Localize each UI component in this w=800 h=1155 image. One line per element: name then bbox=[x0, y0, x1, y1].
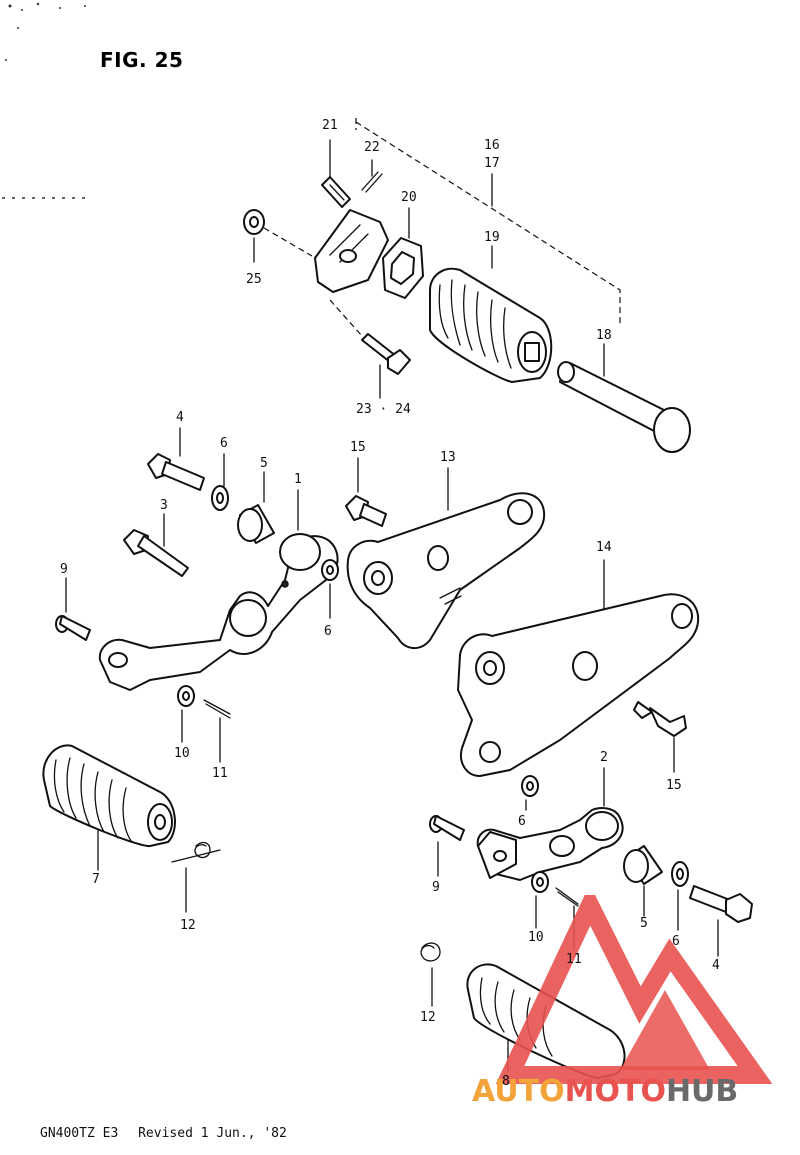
figure-title: FIG. 25 bbox=[100, 48, 184, 72]
footer: GN400TZ E3 Revised 1 Jun., '82 bbox=[40, 1126, 299, 1141]
watermark-text: AUTOMOTOHUB bbox=[472, 1074, 738, 1109]
callout-14: 14 bbox=[596, 540, 612, 555]
callout-11-upper: 11 bbox=[212, 766, 228, 781]
callout-19: 19 bbox=[484, 230, 500, 245]
footrest-rubber-19 bbox=[429, 245, 553, 383]
cotter-11-upper bbox=[203, 699, 231, 763]
leader-2324 bbox=[329, 299, 363, 337]
callout-5-upper: 5 bbox=[260, 456, 268, 471]
bolt-4-upper bbox=[147, 427, 205, 491]
callout-17: 17 bbox=[484, 156, 500, 171]
bolt-3 bbox=[123, 513, 189, 577]
washer-6-mid bbox=[321, 559, 339, 619]
callout-25: 25 bbox=[246, 272, 262, 287]
callout-4-lower: 4 bbox=[712, 958, 720, 973]
bracket-16-17 bbox=[355, 118, 621, 325]
watermark-logo bbox=[495, 895, 773, 1084]
callout-22: 22 bbox=[364, 140, 380, 155]
bolt-4-lower bbox=[689, 885, 753, 957]
callout-5-lower: 5 bbox=[640, 916, 648, 931]
footer-model: GN400TZ E3 bbox=[40, 1126, 119, 1141]
washer-10-lower bbox=[531, 871, 549, 929]
callout-13: 13 bbox=[440, 450, 456, 465]
callout-7: 7 bbox=[92, 872, 100, 887]
callout-18: 18 bbox=[596, 328, 612, 343]
callout-12-right: 12 bbox=[420, 1010, 436, 1025]
callout-15-upper: 15 bbox=[350, 440, 366, 455]
callout-23-24: 23 · 24 bbox=[356, 402, 411, 417]
bracket-13 bbox=[346, 467, 546, 649]
callout-1: 1 bbox=[294, 472, 302, 487]
callout-11-lower: 11 bbox=[566, 952, 582, 967]
callout-20: 20 bbox=[401, 190, 417, 205]
washer-6-lower bbox=[671, 861, 689, 931]
watermark-moto: MOTO bbox=[564, 1074, 666, 1109]
footrest-bar-2 bbox=[476, 767, 624, 881]
footrest-rubber-7 bbox=[42, 744, 176, 871]
callout-8: 8 bbox=[502, 1074, 510, 1089]
callout-6-upper: 6 bbox=[220, 436, 228, 451]
washer-10-upper bbox=[177, 685, 195, 743]
footrest-holder bbox=[314, 209, 389, 293]
scan-noise bbox=[2, 2, 90, 199]
cotter-pin-22 bbox=[361, 159, 383, 193]
plate-20 bbox=[382, 207, 424, 299]
pin-9-upper bbox=[55, 577, 91, 641]
callout-10-lower: 10 bbox=[528, 930, 544, 945]
callout-21: 21 bbox=[322, 118, 338, 133]
callout-15-lower: 15 bbox=[666, 778, 682, 793]
bolt-15-upper bbox=[345, 457, 387, 527]
watermark-hub: HUB bbox=[665, 1074, 739, 1109]
washer-6-right bbox=[521, 775, 539, 811]
washer-25 bbox=[243, 209, 265, 263]
bolt-23-24 bbox=[361, 333, 411, 399]
passenger-footrest-bracket-21 bbox=[321, 139, 351, 208]
callout-9-upper: 9 bbox=[60, 562, 68, 577]
callout-3: 3 bbox=[160, 498, 168, 513]
footer-revision: Revised 1 Jun., '82 bbox=[138, 1126, 287, 1141]
spacer-5-upper bbox=[237, 471, 275, 544]
callout-6-mid: 6 bbox=[324, 624, 332, 639]
callout-16: 16 bbox=[484, 138, 500, 153]
spacer-5-lower bbox=[623, 845, 663, 917]
footrest-pin-18 bbox=[557, 343, 691, 453]
bracket-14 bbox=[457, 559, 700, 777]
callout-2: 2 bbox=[600, 750, 608, 765]
pin-9-lower bbox=[429, 815, 465, 877]
spring-12-right bbox=[420, 942, 441, 1007]
callout-6-lower: 6 bbox=[672, 934, 680, 949]
spring-12-left bbox=[171, 841, 221, 913]
callout-10-upper: 10 bbox=[174, 746, 190, 761]
callout-4-upper: 4 bbox=[176, 410, 184, 425]
callout-6-right: 6 bbox=[518, 814, 526, 829]
footrest-bar-1 bbox=[98, 489, 339, 691]
callout-12-left: 12 bbox=[180, 918, 196, 933]
watermark-auto: AUTO bbox=[472, 1074, 565, 1109]
bolt-15-lower bbox=[633, 701, 687, 773]
callout-9-lower: 9 bbox=[432, 880, 440, 895]
leader-25 bbox=[263, 227, 313, 257]
washer-6-upper bbox=[211, 453, 229, 511]
